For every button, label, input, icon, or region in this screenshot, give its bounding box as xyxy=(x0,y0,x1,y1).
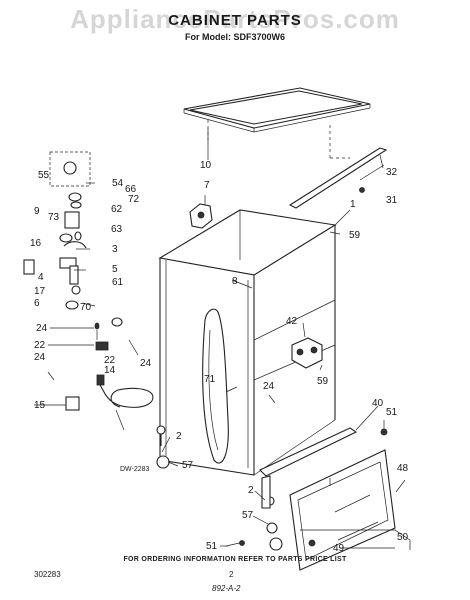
callout-62: 62 xyxy=(111,204,123,215)
callout-4: 4 xyxy=(38,272,44,283)
callout-54: 54 xyxy=(112,178,124,189)
callout-51-bottom: 51 xyxy=(206,541,218,552)
diagram-code: DW-2283 xyxy=(120,466,150,473)
callout-2-upper: 2 xyxy=(176,431,182,442)
ordering-info: FOR ORDERING INFORMATION REFER TO PARTS … xyxy=(123,556,347,563)
callout-61: 61 xyxy=(112,277,124,288)
callout-1: 1 xyxy=(350,199,356,210)
callout-6: 6 xyxy=(34,298,40,309)
callout-22-b: 22 xyxy=(104,355,116,366)
callout-70: 70 xyxy=(80,302,92,313)
callout-17: 17 xyxy=(34,286,46,297)
callout-72: 72 xyxy=(128,194,140,205)
watermark: AppliancePartsPros.com xyxy=(70,4,400,34)
doc-number: 302283 xyxy=(34,570,61,579)
callout-49: 49 xyxy=(333,543,345,554)
cabinet xyxy=(158,209,337,476)
callout-3: 3 xyxy=(112,244,118,255)
callout-55: 55 xyxy=(38,170,50,181)
callout-31: 31 xyxy=(386,195,398,206)
callout-15: 15 xyxy=(34,400,46,411)
callout-51-right: 51 xyxy=(386,407,398,418)
callout-14: 14 xyxy=(104,365,116,376)
callout-5: 5 xyxy=(112,264,118,275)
callout-66: 66 xyxy=(125,184,137,195)
page-number: 2 xyxy=(229,570,234,579)
callout-42: 42 xyxy=(286,316,298,327)
top-panel xyxy=(183,87,371,133)
callout-48: 48 xyxy=(397,463,409,474)
callout-9: 9 xyxy=(34,206,40,217)
callout-63: 63 xyxy=(111,224,123,235)
callout-73: 73 xyxy=(48,212,60,223)
callout-22-a: 22 xyxy=(34,340,46,351)
callout-24-a: 24 xyxy=(36,323,48,334)
page-title: CABINET PARTS xyxy=(168,12,302,29)
control-parts xyxy=(23,151,154,431)
callout-59-upper: 59 xyxy=(349,230,361,241)
callout-2-lower: 2 xyxy=(248,485,254,496)
callout-16: 16 xyxy=(30,238,42,249)
callout-57-lower: 57 xyxy=(242,510,254,521)
callout-24-d: 24 xyxy=(263,381,275,392)
handwritten-note: 892-A-2 xyxy=(212,584,241,593)
model-label: For Model: SDF3700W6 xyxy=(184,32,285,42)
callout-32: 32 xyxy=(386,167,398,178)
callout-40: 40 xyxy=(372,398,384,409)
callout-24-c: 24 xyxy=(140,358,152,369)
callout-57-upper: 57 xyxy=(182,460,194,471)
callout-59-lower: 59 xyxy=(317,376,329,387)
callout-24-b: 24 xyxy=(34,352,46,363)
callout-50: 50 xyxy=(397,532,409,543)
callout-7: 7 xyxy=(204,180,210,191)
callout-71: 71 xyxy=(204,374,216,385)
callout-8: 8 xyxy=(232,276,238,287)
callout-10: 10 xyxy=(200,160,212,171)
